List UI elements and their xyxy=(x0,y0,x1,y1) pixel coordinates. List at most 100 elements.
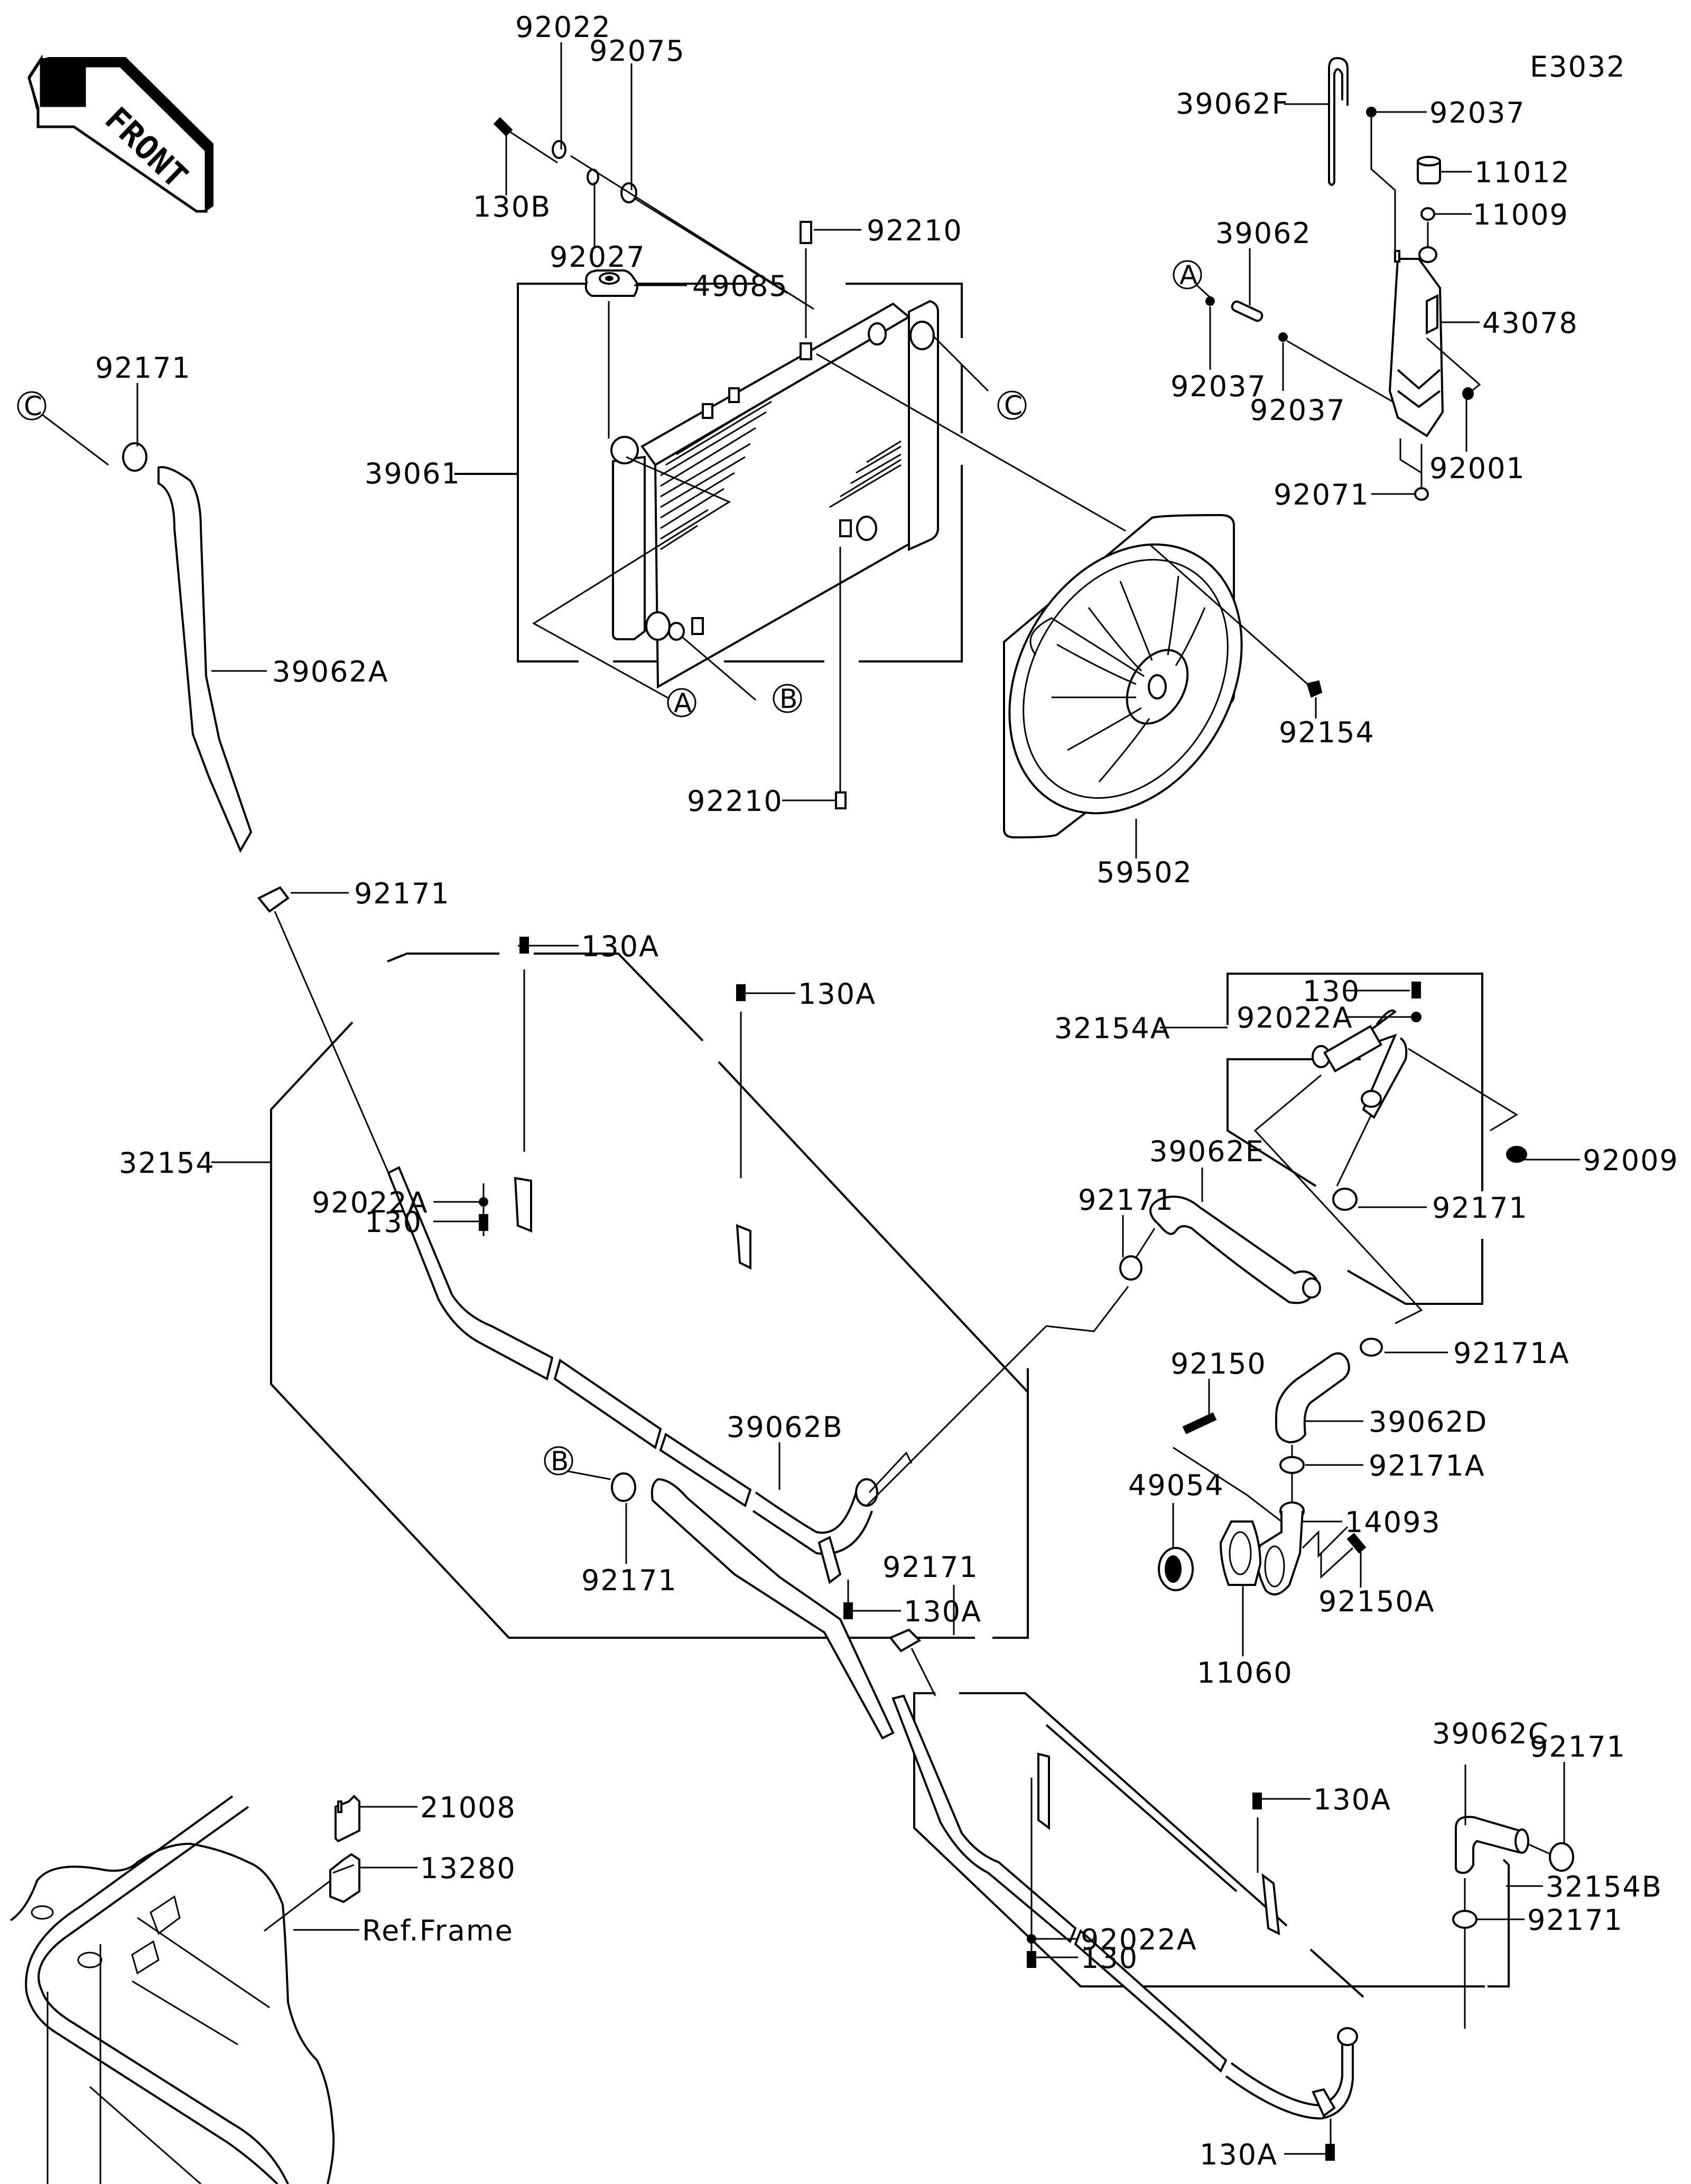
thermostat-49054-icon xyxy=(1158,1547,1194,1591)
label-130-2: 130 xyxy=(1303,975,1360,1008)
label-92210-bottom: 92210 xyxy=(687,785,783,818)
label-92027: 92027 xyxy=(550,240,646,274)
label-11009: 11009 xyxy=(1473,198,1569,231)
label-32154: 32154 xyxy=(119,1146,215,1180)
label-92171-e2: 92171 xyxy=(1432,1191,1528,1225)
label-130A-4: 130A xyxy=(1313,1783,1391,1816)
gasket-11009-icon xyxy=(1420,207,1435,221)
label-49054: 49054 xyxy=(1128,1469,1224,1502)
label-92210-top: 92210 xyxy=(867,214,963,247)
label-92022A-1: 92022A xyxy=(312,1186,429,1219)
label-92071: 92071 xyxy=(1274,478,1370,511)
label-92037-top: 92037 xyxy=(1429,96,1526,129)
label-11012: 11012 xyxy=(1474,156,1571,189)
bolt-92150A-icon xyxy=(1346,1533,1367,1554)
label-39062A: 39062A xyxy=(272,655,389,688)
hose-39062C-icon xyxy=(1455,1816,1529,1874)
washer-92022A-2-icon xyxy=(1411,1012,1421,1022)
label-92171-b1: 92171 xyxy=(581,1564,677,1597)
reservoir-tank-43078-icon xyxy=(1388,246,1444,437)
label-92150A: 92150A xyxy=(1318,1585,1435,1618)
front-arrow-icon: FRONT xyxy=(27,54,213,213)
label-59502: 59502 xyxy=(1097,856,1193,889)
cooling-fan-59502-icon xyxy=(1003,514,1243,839)
label-43078: 43078 xyxy=(1482,306,1578,340)
clip-92037-top-icon xyxy=(1366,107,1377,117)
relay-21008-icon xyxy=(335,1795,360,1843)
clamp-92171A-1-icon xyxy=(1360,1338,1383,1357)
label-39062: 39062 xyxy=(1215,217,1312,250)
label-130-3: 130 xyxy=(1081,1942,1138,1975)
label-92171-e1: 92171 xyxy=(1078,1183,1174,1217)
clip-92210-top-icon xyxy=(800,221,812,244)
clamp-92171-c2-icon xyxy=(1452,1910,1478,1929)
water-pipe-32154B-icon xyxy=(891,1694,1358,2120)
label-39062D: 39062D xyxy=(1369,1405,1488,1439)
clamp-92171-c-icon xyxy=(122,442,147,472)
hose-39062A-icon xyxy=(157,466,253,853)
label-92171-c: 92171 xyxy=(95,351,191,385)
reservoir-cap-11012-icon xyxy=(1417,156,1441,184)
label-92171-a: 92171 xyxy=(354,877,450,910)
label-130A-5: 130A xyxy=(1200,2138,1278,2171)
clamp-92171-c1-icon xyxy=(1549,1842,1574,1872)
label-92009: 92009 xyxy=(1583,1144,1679,1177)
water-pipe-32154-icon xyxy=(387,1166,878,1584)
clamp-92171-e1-icon xyxy=(1119,1255,1142,1281)
washer-92022A-1-icon xyxy=(479,1197,488,1207)
label-130-1: 130 xyxy=(365,1206,422,1239)
vehicle-frame-icon xyxy=(10,1795,335,2184)
bolt-130-2-icon xyxy=(1411,982,1421,998)
ref-circle-a-reservoir xyxy=(1173,260,1202,290)
clip-92210-bottom-icon xyxy=(835,791,847,809)
label-ref-frame: Ref.Frame xyxy=(362,1914,514,1947)
clamp-92171A-2-icon xyxy=(1279,1456,1305,1474)
label-92171-b2: 92171 xyxy=(882,1551,979,1584)
ref-circle-b-lower xyxy=(544,1446,573,1476)
label-92171-c2: 92171 xyxy=(1527,1903,1623,1937)
nut-92154-icon xyxy=(1306,680,1323,698)
bolt-130A-4-icon xyxy=(1252,1793,1262,1809)
label-92022A-2: 92022A xyxy=(1237,1001,1353,1034)
bolt-130A-3-icon xyxy=(843,1602,853,1619)
label-21008: 21008 xyxy=(420,1791,516,1824)
label-39062B: 39062B xyxy=(727,1411,843,1444)
washer-92022-icon xyxy=(552,140,566,159)
label-14093: 14093 xyxy=(1345,1506,1441,1539)
label-130B: 130B xyxy=(473,190,551,223)
washer-92022A-3-icon xyxy=(1027,1934,1036,1944)
clamp-92171-b2-icon xyxy=(888,1628,922,1653)
bolt-130A-1-icon xyxy=(519,937,529,954)
diagram-code: E3032 xyxy=(1530,50,1626,83)
label-92154: 92154 xyxy=(1279,716,1375,749)
grommet-92071-icon xyxy=(1414,487,1429,501)
label-92037-left: 92037 xyxy=(1170,370,1267,403)
hose-39062D-icon xyxy=(1275,1352,1350,1444)
ref-a-label: A xyxy=(674,688,692,718)
clamp-92171-e2-icon xyxy=(1332,1188,1358,1211)
bolt-130A-5-icon xyxy=(1325,2144,1335,2161)
label-92075: 92075 xyxy=(589,34,685,68)
label-92171-c1: 92171 xyxy=(1530,1730,1626,1763)
bolt-130A-2-icon xyxy=(736,984,746,1001)
label-32154B: 32154B xyxy=(1546,1870,1662,1903)
hose-39062E-icon xyxy=(1149,1196,1321,1304)
label-49085: 49085 xyxy=(692,269,788,303)
bolt-92009-icon xyxy=(1506,1146,1527,1163)
gasket-11060-icon xyxy=(1219,1520,1262,1586)
ref-a-reservoir-label: A xyxy=(1179,260,1197,291)
thermostat-cover-14093-icon xyxy=(1256,1501,1305,1595)
bolt-130-3-icon xyxy=(1027,1951,1036,1968)
hose-39062-icon xyxy=(1231,300,1263,322)
ref-c-label-right: C xyxy=(1004,390,1023,421)
label-130A-1: 130A xyxy=(581,930,659,963)
label-39062F: 39062F xyxy=(1176,87,1289,120)
label-92171A-2: 92171A xyxy=(1369,1449,1485,1482)
hose-39062F-icon xyxy=(1328,68,1343,186)
label-92001: 92001 xyxy=(1429,452,1526,485)
clamp-92171-a-icon xyxy=(257,886,290,913)
ref-b-label: B xyxy=(779,684,797,714)
clip-92037-left-icon xyxy=(1205,296,1215,306)
label-32154A: 32154A xyxy=(1054,1012,1171,1045)
